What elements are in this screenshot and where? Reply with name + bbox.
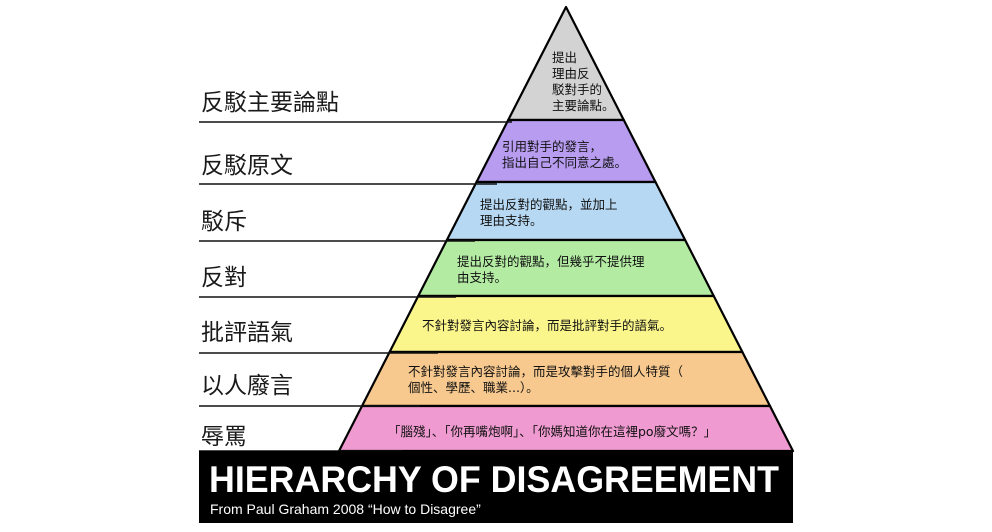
tier-description-line: 駁對手的 xyxy=(552,82,602,97)
pyramid: 提出理由反駁對手的主要論點。引用對手的發言，指出自己不同意之處。提出反對的觀點，… xyxy=(337,5,795,453)
title-banner xyxy=(199,451,793,523)
tier-description-line: 「腦殘」、「你再嘴炮啊」、「你媽知道你在這裡po廢文嗎？」 xyxy=(388,424,716,439)
tier-description-line: 由支持。 xyxy=(457,270,507,285)
tier-description-line: 提出反對的觀點，並加上 xyxy=(480,197,618,212)
tier-description-line: 理由支持。 xyxy=(480,213,543,228)
tier-description-line: 引用對手的發言， xyxy=(502,139,602,154)
level-name: 以人廢言 xyxy=(201,373,293,399)
tier-description-line: 理由反 xyxy=(552,66,590,81)
tier-description-line: 不針對發言內容討論，而是攻擊對手的個人特質（ xyxy=(408,364,683,379)
level-name: 批評語氣 xyxy=(201,320,293,346)
tier-description-line: 個性、學歷、職業...）。 xyxy=(408,380,539,395)
level-name: 反駁主要論點 xyxy=(201,90,339,116)
banner-title: HIERARCHY OF DISAGREEMENT xyxy=(209,459,779,500)
tier-description-line: 不針對發言內容討論，而是批評對手的語氣。 xyxy=(422,318,672,333)
level-name: 反對 xyxy=(201,265,247,291)
tier-description-line: 指出自己不同意之處。 xyxy=(502,155,627,170)
pyramid-tier-6 xyxy=(360,350,772,408)
banner-subtitle: From Paul Graham 2008 “How to Disagree” xyxy=(210,501,481,517)
tier-description-line: 主要論點。 xyxy=(552,98,615,113)
level-name: 反駁原文 xyxy=(201,153,293,179)
tier-description-line: 提出 xyxy=(552,50,577,65)
level-name: 辱罵 xyxy=(201,424,247,450)
tier-description-line: 提出反對的觀點，但幾乎不提供理 xyxy=(457,254,645,269)
level-name: 駁斥 xyxy=(201,209,247,235)
